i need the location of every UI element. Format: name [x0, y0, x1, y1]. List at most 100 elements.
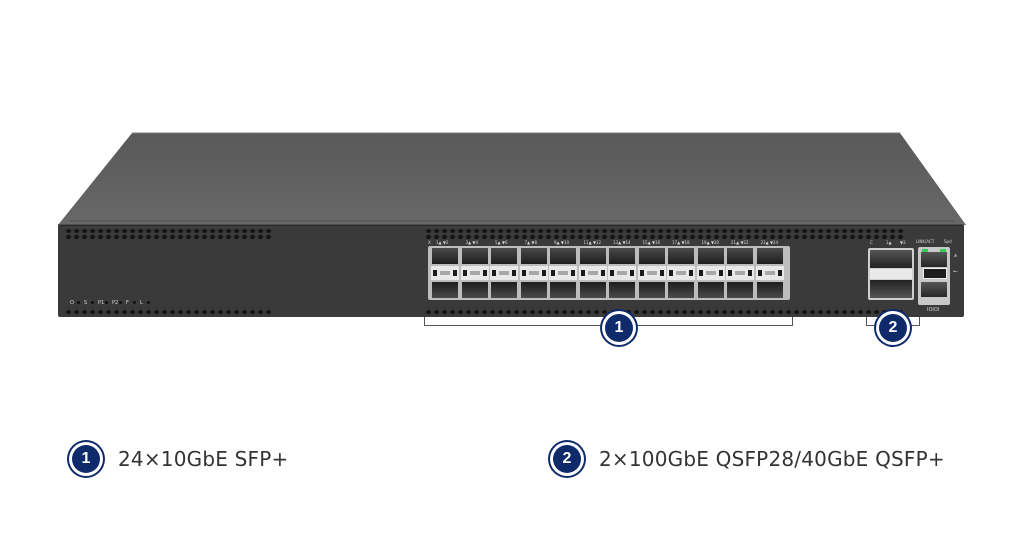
vent-hole: [698, 235, 703, 239]
vent-hole: [682, 235, 687, 239]
vent-hole: [498, 235, 503, 239]
vent-hole: [474, 229, 479, 233]
vent-hole: [194, 235, 199, 239]
callout-badge-1: 1: [605, 314, 633, 342]
sfp-latch: [689, 270, 693, 276]
qsfp-port-1[interactable]: [870, 250, 912, 268]
vent-hole: [266, 310, 271, 314]
vent-hole: [162, 235, 167, 239]
vent-middle-bottom: [426, 310, 903, 314]
vent-hole: [106, 235, 111, 239]
sfp-port[interactable]: [432, 282, 458, 298]
sfp-port[interactable]: [609, 248, 635, 264]
usb-port[interactable]: [923, 268, 947, 279]
sfp-port[interactable]: [756, 282, 783, 298]
vent-hole: [786, 235, 791, 239]
vent-hole: [594, 229, 599, 233]
vent-hole: [770, 235, 775, 239]
vent-hole: [714, 310, 719, 314]
console-port[interactable]: [921, 282, 947, 297]
sfp-latch: [551, 270, 555, 276]
vent-hole: [106, 229, 111, 233]
vent-hole: [826, 235, 831, 239]
sfp-port-label: 9▲ ▼10: [554, 240, 570, 245]
sfp-port[interactable]: [756, 248, 783, 264]
sfp-port-label: 13▲ ▼14: [613, 240, 631, 245]
vent-hole: [146, 310, 151, 314]
vent-hole: [690, 310, 695, 314]
sfp-led-strip: [431, 266, 459, 280]
sfp-arrow-icon: [528, 271, 539, 275]
legend-badge-2: 2: [553, 445, 581, 473]
vent-hole: [794, 229, 799, 233]
sfp-port[interactable]: [727, 282, 753, 298]
vent-hole: [562, 235, 567, 239]
vent-hole: [490, 229, 495, 233]
sfp-port[interactable]: [579, 248, 606, 264]
sfp-port[interactable]: [697, 248, 724, 264]
mgmt-ethernet-port[interactable]: [921, 252, 947, 267]
vent-hole: [714, 229, 719, 233]
sfp-port[interactable]: [461, 282, 488, 298]
vent-hole: [66, 229, 71, 233]
vent-hole: [194, 310, 199, 314]
sfp-port-pair: [726, 248, 754, 298]
vent-hole: [530, 310, 535, 314]
vent-hole: [586, 310, 591, 314]
vent-hole: [474, 310, 479, 314]
vent-hole: [802, 235, 807, 239]
sfp-port[interactable]: [550, 248, 576, 264]
vent-hole: [850, 235, 855, 239]
vent-hole: [866, 235, 871, 239]
sfp-arrow-icon: [705, 271, 716, 275]
sfp-port-pair: [549, 248, 577, 298]
vent-hole: [82, 229, 87, 233]
sfp-port[interactable]: [491, 282, 517, 298]
switch-top-lid: [58, 132, 966, 225]
vent-hole: [114, 310, 119, 314]
sfp-port[interactable]: [550, 282, 576, 298]
vent-hole: [210, 310, 215, 314]
vent-hole: [426, 229, 431, 233]
vent-hole: [202, 310, 207, 314]
sfp-port[interactable]: [609, 282, 635, 298]
vent-hole: [826, 229, 831, 233]
sfp-latch: [453, 270, 457, 276]
sfp-port[interactable]: [697, 282, 724, 298]
vent-hole: [762, 229, 767, 233]
sfp-port[interactable]: [638, 248, 665, 264]
sfp-port-label: 1▲ ▼2: [436, 240, 449, 245]
vent-hole: [210, 229, 215, 233]
vent-hole: [858, 229, 863, 233]
vent-hole: [218, 310, 223, 314]
vent-hole: [490, 235, 495, 239]
vent-hole: [802, 310, 807, 314]
sfp-port[interactable]: [668, 282, 694, 298]
sfp-port[interactable]: [579, 282, 606, 298]
status-led: [105, 301, 108, 304]
sfp-port[interactable]: [520, 248, 547, 264]
sfp-port[interactable]: [668, 248, 694, 264]
vent-hole: [642, 310, 647, 314]
sfp-led-strip: [490, 266, 518, 280]
vent-hole: [90, 310, 95, 314]
sfp-port[interactable]: [432, 248, 458, 264]
vent-hole: [658, 310, 663, 314]
vent-hole: [594, 235, 599, 239]
sfp-port[interactable]: [727, 248, 753, 264]
vent-hole: [874, 310, 879, 314]
vent-hole: [834, 235, 839, 239]
vent-hole: [450, 235, 455, 239]
sfp-port[interactable]: [638, 282, 665, 298]
qsfp-port-2[interactable]: [870, 280, 912, 298]
vent-hole: [634, 235, 639, 239]
sfp-port[interactable]: [520, 282, 547, 298]
vent-hole: [450, 229, 455, 233]
vent-hole: [530, 235, 535, 239]
vent-hole: [650, 229, 655, 233]
vent-hole: [434, 229, 439, 233]
sfp-port[interactable]: [491, 248, 517, 264]
sfp-port[interactable]: [461, 248, 488, 264]
vent-hole: [466, 229, 471, 233]
vent-hole: [890, 235, 895, 239]
